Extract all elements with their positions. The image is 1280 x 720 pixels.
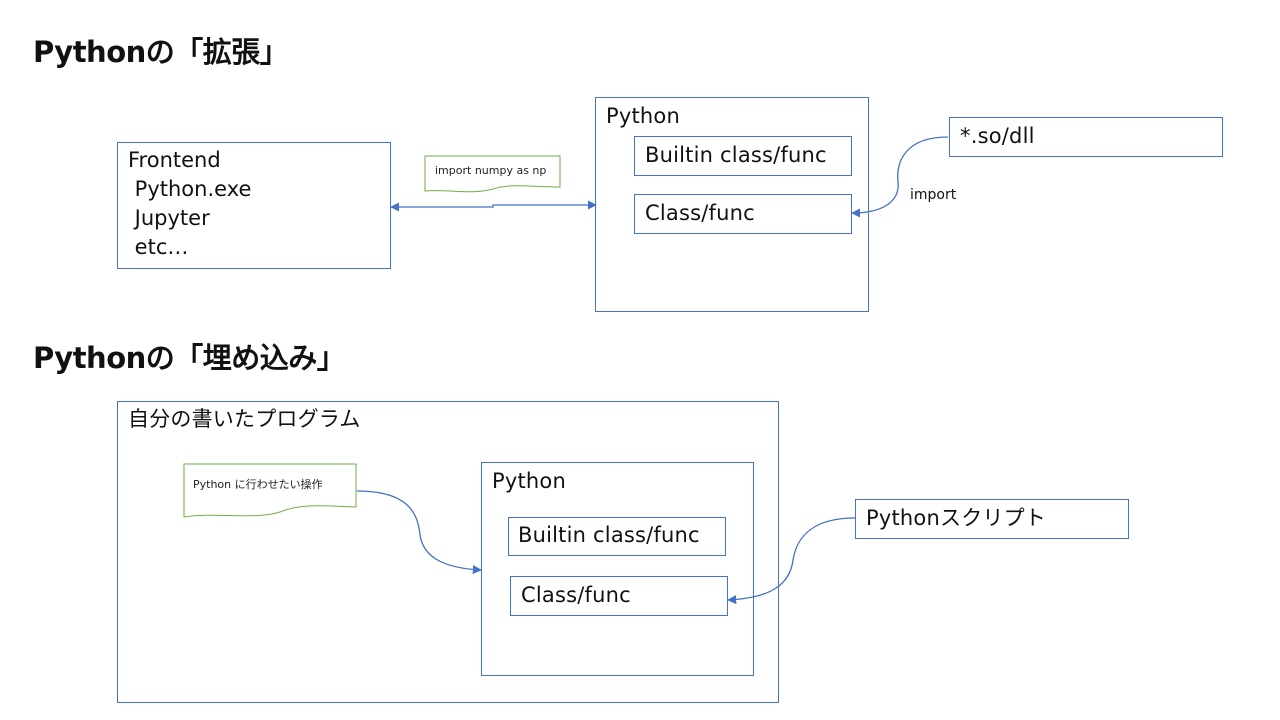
script-box <box>855 499 1129 539</box>
program-box <box>117 401 779 703</box>
note-python-ops: Python に行わせたい操作 <box>193 478 323 491</box>
note-shape-python-ops <box>183 463 357 518</box>
classfunc-label-embedding: Class/func <box>521 583 631 607</box>
python-box-extension <box>595 97 869 312</box>
frontend-box <box>117 142 391 269</box>
classfunc-box-embedding <box>510 576 728 616</box>
import-connector <box>851 136 949 218</box>
note-import-numpy: import numpy as np <box>435 164 547 177</box>
builtin-box-extension <box>634 136 852 176</box>
frontend-item-etc: etc… <box>128 235 189 259</box>
frontend-title: Frontend <box>128 148 221 172</box>
script-label: Pythonスクリプト <box>866 506 1046 530</box>
frontend-item-jupyter: Jupyter <box>128 206 210 230</box>
builtin-label-extension: Builtin class/func <box>645 143 827 167</box>
classfunc-label-extension: Class/func <box>645 201 755 225</box>
import-label: import <box>910 187 957 203</box>
builtin-box-embedding <box>508 517 726 556</box>
extension-heading: Pythonの「拡張」 <box>33 35 289 69</box>
frontend-item-python-exe: Python.exe <box>128 177 252 201</box>
python-title-extension: Python <box>606 104 680 128</box>
library-box <box>949 117 1223 157</box>
builtin-label-embedding: Builtin class/func <box>518 523 700 547</box>
frontend-stack: Frontend Python.exe Jupyter etc… <box>128 146 251 262</box>
program-title: 自分の書いたプログラム <box>128 407 361 431</box>
python-box-embedding <box>481 462 754 676</box>
embedding-heading: Pythonの「埋め込み」 <box>33 341 346 375</box>
frontend-python-connector <box>390 200 597 212</box>
classfunc-box-extension <box>634 194 852 234</box>
note-shape-import-numpy <box>424 155 561 193</box>
ops-connector <box>356 490 482 575</box>
script-connector <box>727 517 856 605</box>
python-title-embedding: Python <box>492 469 566 493</box>
library-label: *.so/dll <box>960 124 1035 148</box>
